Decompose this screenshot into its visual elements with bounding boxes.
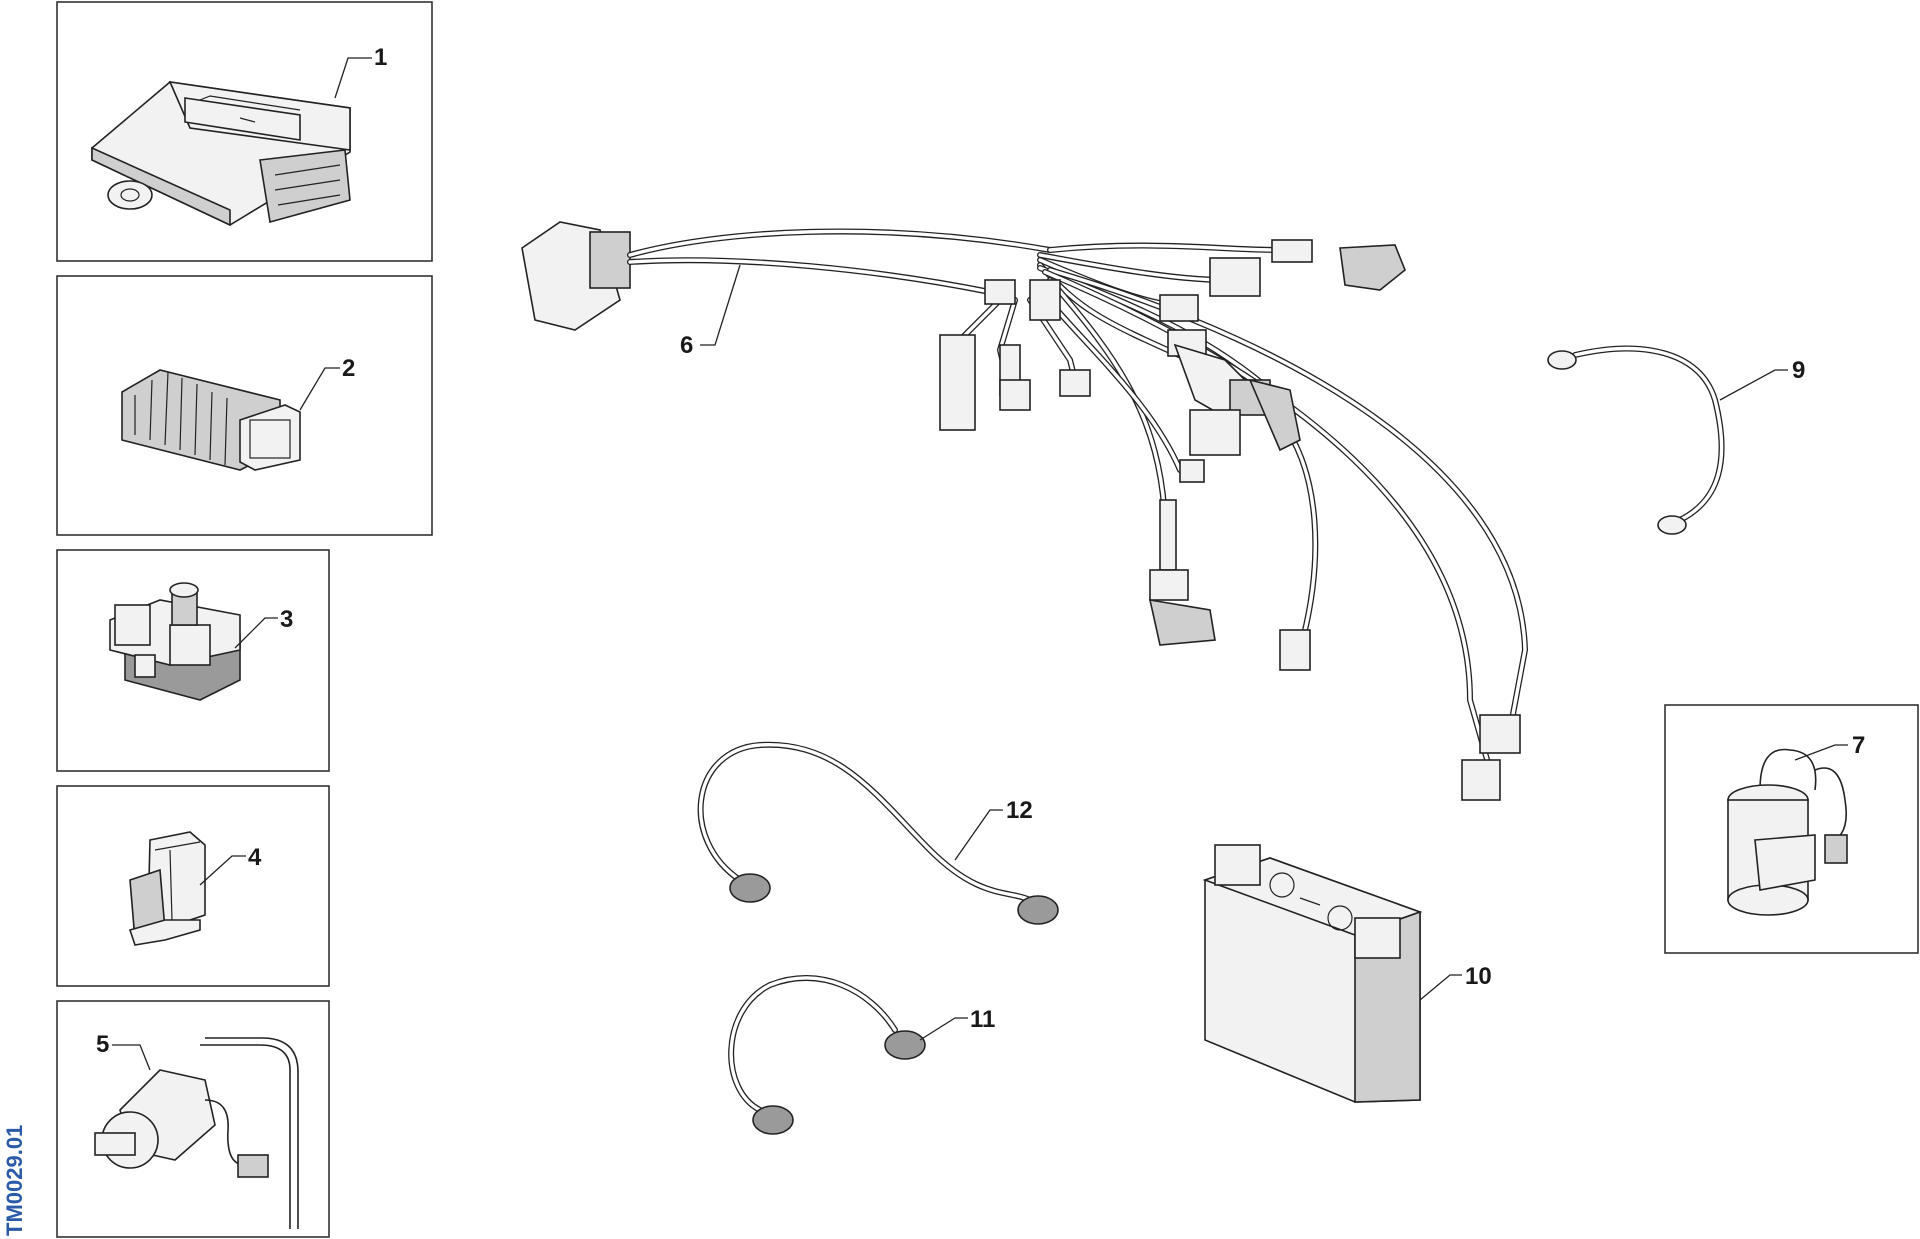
callout-leader: [234, 617, 278, 649]
callout-label: 7: [1852, 732, 1865, 759]
battery: [1202, 844, 1423, 1103]
connector-illustration: [128, 831, 206, 946]
callout-label: 1: [374, 44, 387, 71]
callout-leader: [199, 855, 246, 886]
callout-label: 6: [680, 332, 693, 359]
ecu-unit-illustration: [91, 81, 351, 227]
callout-label: 11: [970, 1006, 995, 1033]
callout-label: 9: [1792, 357, 1805, 384]
callout-label: 4: [248, 844, 262, 871]
callout-label: 3: [280, 606, 293, 633]
panel-starter-relay: 3: [56, 549, 330, 772]
callout-leader: [1419, 974, 1462, 1001]
ground-cable: [1547, 345, 1725, 535]
panel-voltage-regulator: 2: [56, 275, 433, 536]
panel-ignition-coil: 5: [56, 1000, 330, 1238]
callout-leader: [1719, 369, 1788, 401]
callout-leader: [919, 1017, 968, 1041]
callout-leader: [954, 809, 1003, 861]
callout-label: 5: [96, 1031, 109, 1058]
callout-label: 10: [1465, 963, 1492, 990]
main-wiring-harness: [521, 221, 1529, 801]
panel-sensor: 7: [1664, 704, 1919, 954]
callout-label: 12: [1006, 797, 1033, 824]
drawing-reference-code: TM0029.01: [2, 1125, 27, 1236]
callout-leader: [112, 1044, 151, 1071]
battery-cable-long: [697, 741, 1059, 925]
battery-cable-short: [728, 974, 926, 1135]
callout-leader: [334, 57, 372, 99]
starter-relay-illustration: [109, 582, 241, 701]
callout-leader: [1794, 744, 1848, 761]
ignition-coil-illustration: [94, 1037, 299, 1229]
callout-leader: [700, 264, 741, 346]
panel-connector: 4: [56, 785, 330, 987]
panel-ecu: 1: [56, 1, 433, 262]
sensor-illustration: [1727, 748, 1848, 916]
regulator-illustration: [121, 369, 301, 471]
callout-leader: [299, 367, 340, 411]
callout-label: 2: [342, 355, 355, 382]
